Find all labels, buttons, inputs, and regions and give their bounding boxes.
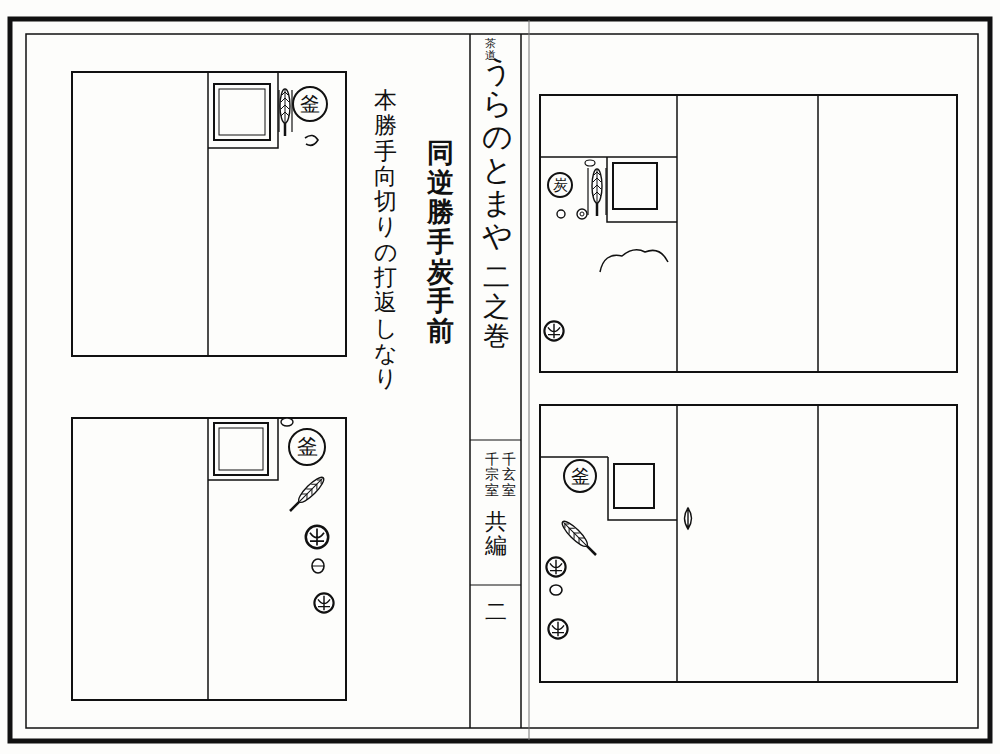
editor-note: 共編 (485, 510, 507, 558)
volume-label: 二之巻 (483, 262, 510, 351)
kettle-symbol: 釜 (288, 428, 326, 466)
kettle-symbol: 釜 (563, 459, 597, 493)
symbol-text: 釜 (300, 94, 320, 114)
symbol-text: 釜 (571, 467, 590, 486)
kettle-symbol: 釜 (292, 86, 328, 122)
book-title: うらのとまや (482, 54, 512, 252)
editor-name: 千玄室 (502, 452, 516, 498)
editor-name: 千宗室 (485, 452, 499, 498)
note-text: 本勝手向切りの打返しなり (374, 88, 397, 392)
symbol-text: 炭 (553, 178, 568, 193)
symbol-text: 釜 (297, 437, 318, 458)
section-title: 同逆勝手炭手前 (427, 138, 454, 346)
charcoal-symbol: 炭 (547, 172, 573, 198)
page-number: 二 (485, 600, 507, 624)
